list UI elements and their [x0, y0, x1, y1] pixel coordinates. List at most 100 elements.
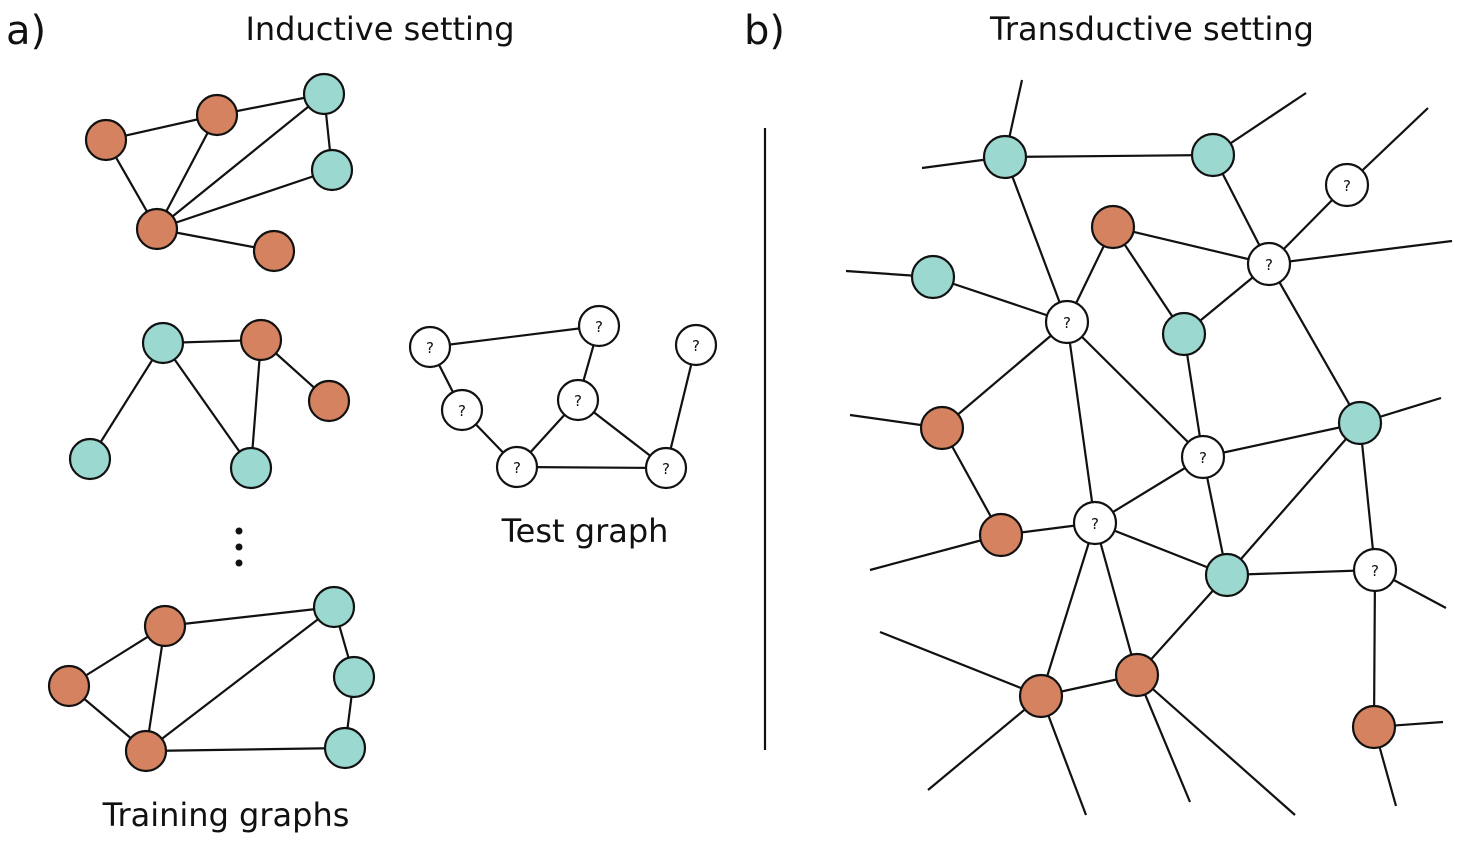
training-graph-3	[47, 585, 376, 773]
edge	[164, 605, 335, 628]
orange-node	[135, 207, 179, 251]
edge	[1372, 569, 1377, 728]
transductive-title: Transductive setting	[989, 10, 1314, 48]
unknown-node	[1352, 547, 1398, 593]
ellipsis-dots	[235, 527, 243, 567]
unknown-marker: ?	[513, 459, 521, 477]
edge	[156, 93, 325, 230]
edge	[1066, 321, 1204, 458]
unknown-marker: ?	[426, 339, 434, 357]
edge	[1039, 522, 1097, 697]
unknown-node	[674, 323, 718, 367]
edge	[1004, 153, 1214, 159]
edge	[429, 324, 600, 349]
panel-a-label: a)	[6, 8, 46, 54]
test-graph: ???????	[408, 304, 718, 490]
edge	[1093, 522, 1139, 676]
edge	[145, 606, 335, 752]
inductive-title: Inductive setting	[245, 10, 514, 48]
orange-node	[195, 93, 239, 137]
edge	[1136, 574, 1228, 676]
edge	[1202, 421, 1361, 459]
edge	[516, 465, 667, 470]
edge	[156, 168, 333, 231]
teal-node	[332, 655, 376, 699]
unknown-node	[556, 378, 600, 422]
edge	[156, 114, 218, 230]
orange-node	[143, 604, 187, 648]
teal-node	[910, 254, 956, 300]
training-graphs-label: Training graphs	[102, 796, 350, 834]
edge	[1112, 225, 1270, 266]
unknown-marker: ?	[458, 402, 466, 420]
unknown-marker: ?	[1371, 562, 1379, 580]
orange-node	[124, 729, 168, 773]
orange-node	[307, 379, 351, 423]
edge-stub	[879, 630, 1042, 698]
orange-node	[1090, 204, 1136, 250]
unknown-marker: ?	[1265, 256, 1273, 274]
edge	[1358, 422, 1377, 571]
unknown-node	[1044, 299, 1090, 345]
teal-node	[982, 134, 1028, 180]
edge	[941, 321, 1068, 429]
orange-node	[252, 229, 296, 273]
unknown-marker: ?	[692, 337, 700, 355]
teal-node	[1204, 552, 1250, 598]
teal-node	[141, 321, 185, 365]
edge	[89, 342, 164, 460]
edge-stub	[869, 533, 1002, 572]
edge	[1268, 263, 1361, 424]
edge	[1003, 156, 1069, 323]
unknown-node	[408, 325, 452, 369]
orange-node	[1114, 652, 1160, 698]
edge-stub	[927, 695, 1042, 791]
orange-node	[84, 118, 128, 162]
unknown-node	[1246, 241, 1292, 287]
unknown-node	[644, 446, 688, 490]
orange-node	[239, 318, 283, 362]
unknown-node	[1072, 500, 1118, 546]
teal-node	[323, 726, 367, 770]
unknown-node	[577, 304, 621, 348]
teal-node	[310, 148, 354, 192]
edge	[664, 344, 698, 469]
teal-node	[229, 446, 273, 490]
unknown-node	[1180, 434, 1226, 480]
edge	[249, 339, 263, 469]
teal-node	[1337, 400, 1383, 446]
unknown-marker: ?	[1091, 515, 1099, 533]
teal-node	[302, 72, 346, 116]
orange-node	[919, 405, 965, 451]
training-graph-1	[84, 72, 354, 273]
teal-node	[1190, 132, 1236, 178]
teal-node	[68, 437, 112, 481]
edge	[162, 342, 252, 469]
edge	[932, 275, 1068, 324]
edge-stub	[1136, 674, 1296, 816]
edge	[1094, 521, 1228, 577]
edge	[1065, 321, 1097, 524]
unknown-node	[495, 445, 539, 489]
unknown-marker: ?	[1199, 449, 1207, 467]
unknown-marker: ?	[1343, 177, 1351, 195]
orange-node	[978, 512, 1024, 558]
edge-stub	[1268, 239, 1453, 266]
unknown-node	[440, 388, 484, 432]
edge	[145, 746, 346, 753]
teal-node	[1161, 311, 1207, 357]
orange-node	[47, 664, 91, 708]
orange-node	[1351, 704, 1397, 750]
panel-b-label: b)	[744, 8, 785, 54]
edge	[1226, 422, 1361, 576]
unknown-node	[1324, 162, 1370, 208]
transductive-graph: ??????	[845, 79, 1453, 816]
unknown-marker: ?	[1063, 314, 1071, 332]
teal-node	[312, 585, 356, 629]
unknown-marker: ?	[574, 392, 582, 410]
test-graph-label: Test graph	[501, 512, 669, 550]
edge-stub	[1135, 674, 1192, 803]
edge	[1226, 568, 1376, 577]
orange-node	[1018, 673, 1064, 719]
